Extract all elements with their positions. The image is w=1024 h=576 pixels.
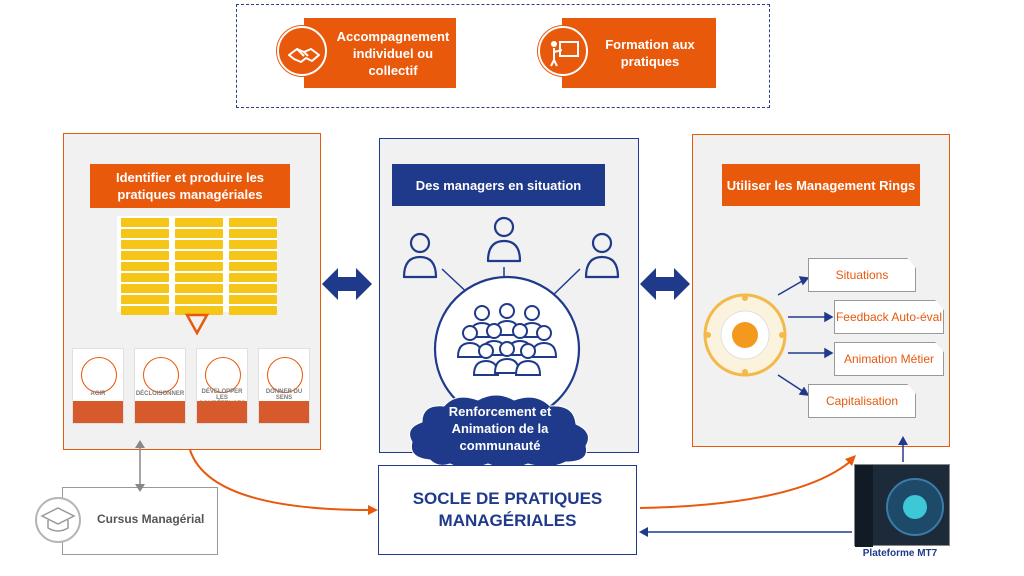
platform-screenshot	[854, 464, 950, 547]
practice-cell	[175, 295, 223, 304]
support-label: Accompagnement individuel ou collectif	[336, 28, 450, 78]
practice-cell	[121, 306, 169, 315]
practice-cell	[175, 262, 223, 271]
community-group-icon	[456, 303, 558, 376]
support-box: Accompagnement individuel ou collectif	[304, 18, 456, 88]
card-agir-icon	[81, 357, 117, 393]
practice-cell	[175, 284, 223, 293]
manager-person-icon-left	[402, 232, 438, 279]
socle-box: SOCLE DE PRATIQUES MANAGÉRIALES	[378, 465, 637, 555]
practice-cell	[229, 273, 277, 282]
ring-item-capitalisation: Capitalisation	[808, 384, 916, 418]
practice-cell	[175, 229, 223, 238]
practice-cell	[229, 251, 277, 260]
card-decloisonner-icon	[143, 357, 179, 393]
ring-item-animation: Animation Métier	[834, 342, 944, 376]
card-footer	[259, 401, 309, 423]
practice-cell	[175, 306, 223, 315]
card-decloisonner: DÉCLOISONNER	[134, 348, 186, 424]
double-arrow-icon-right	[640, 268, 690, 300]
practice-cell	[229, 262, 277, 271]
practice-cell	[121, 284, 169, 293]
card-competences: DÉVELOPPER LES COMPÉTENCES	[196, 348, 248, 424]
practice-cell	[175, 251, 223, 260]
training-label: Formation aux pratiques	[605, 37, 695, 69]
platform-ring-icon	[886, 478, 944, 536]
graduation-cap-icon	[35, 497, 81, 543]
handshake-icon	[277, 26, 327, 76]
card-label: DONNER DU SENS	[265, 389, 303, 401]
practice-cell	[175, 218, 223, 227]
ring-item-situations: Situations	[808, 258, 916, 292]
practice-cell	[121, 229, 169, 238]
manager-person-icon-center	[486, 216, 522, 263]
practice-cell	[229, 218, 277, 227]
cursus-label: Cursus Managérial	[97, 512, 205, 526]
practice-cell	[121, 262, 169, 271]
practice-cell	[175, 273, 223, 282]
ring-arrows	[777, 276, 834, 396]
card-label: DÉCLOISONNER	[135, 391, 185, 397]
identify-title: Identifier et produire les pratiques man…	[90, 164, 290, 208]
cursus-link-arrow	[135, 440, 145, 492]
practice-cell	[121, 240, 169, 249]
double-arrow-icon-left	[322, 268, 372, 300]
practice-cell	[121, 218, 169, 227]
practice-cell	[229, 306, 277, 315]
practice-cell	[121, 273, 169, 282]
platform-label: Plateforme MT7	[862, 548, 938, 559]
managers-title: Des managers en situation	[392, 164, 605, 206]
card-label: AGIR	[90, 391, 106, 397]
cloud-text: Renforcement et Animation de la communau…	[448, 404, 552, 453]
rings-title: Utiliser les Management Rings	[722, 164, 920, 206]
practice-cell	[229, 229, 277, 238]
down-triangle-icon	[184, 313, 210, 336]
practice-cell	[229, 295, 277, 304]
manager-person-icon-right	[584, 232, 620, 279]
practice-cell	[121, 251, 169, 260]
card-agir: AGIR	[72, 348, 124, 424]
card-footer	[135, 401, 185, 423]
cursus-box: Cursus Managérial	[62, 487, 218, 555]
practice-cell	[175, 240, 223, 249]
card-sens: DONNER DU SENS	[258, 348, 310, 424]
practice-cell	[229, 284, 277, 293]
card-footer	[197, 401, 247, 423]
presentation-icon	[538, 26, 588, 76]
management-ring-icon	[703, 293, 787, 377]
platform-sidebar	[855, 465, 873, 547]
practices-sheet	[117, 216, 277, 315]
card-sens-icon	[267, 357, 303, 393]
practice-cell	[121, 295, 169, 304]
ring-item-feedback: Feedback Auto-éval	[834, 300, 944, 334]
card-competences-icon	[205, 357, 241, 393]
card-footer	[73, 401, 123, 423]
practice-cell	[229, 240, 277, 249]
